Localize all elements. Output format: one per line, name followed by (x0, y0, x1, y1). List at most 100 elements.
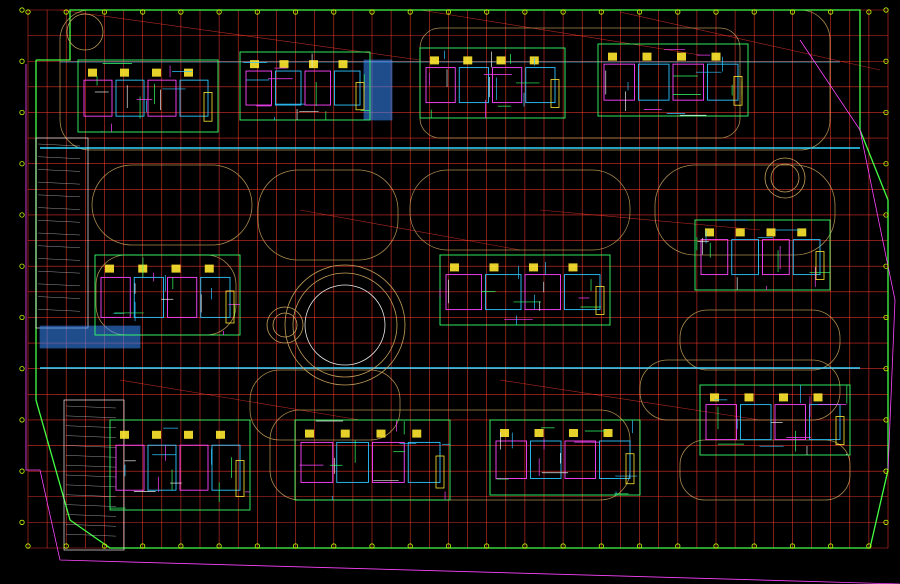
balcony-strip (203, 92, 213, 122)
balcony-strip (435, 455, 445, 489)
column-marker (522, 9, 528, 15)
column-marker (636, 9, 643, 15)
building-footprint (109, 419, 251, 511)
building-footprint (419, 47, 566, 119)
plaza-ring (284, 264, 406, 386)
column-marker (484, 543, 490, 549)
column-marker (883, 468, 889, 474)
stair-core (184, 68, 193, 77)
balcony-strip (733, 76, 743, 106)
building-footprint (94, 254, 241, 336)
column-marker (19, 263, 25, 269)
column-marker (25, 543, 31, 549)
balcony-strip (835, 416, 845, 445)
stair-core (569, 429, 578, 437)
balcony-strip (235, 460, 245, 497)
stair-core (120, 430, 129, 439)
parking-stall-line (65, 494, 117, 497)
stair-core (184, 430, 193, 439)
apartment-unit (524, 274, 561, 311)
parking-stall-line (65, 415, 117, 419)
column-marker (883, 366, 889, 372)
column-marker (445, 9, 452, 15)
parking-stall-line (37, 283, 81, 287)
column-marker (101, 9, 108, 15)
column-marker (883, 7, 889, 13)
column-marker (828, 543, 834, 549)
grid-tie-line (299, 209, 521, 251)
balcony-strip (595, 286, 605, 315)
apartment-unit (705, 404, 737, 441)
road-outline (257, 169, 399, 261)
parking-stall-line (37, 258, 81, 261)
plaza-ring (304, 284, 386, 366)
parking-stall-line (65, 484, 117, 488)
column-marker (445, 543, 452, 549)
column-marker (560, 543, 566, 549)
hatched-ramp (39, 325, 141, 349)
column-marker (216, 9, 222, 15)
apartment-unit (762, 239, 790, 276)
building-footprint (239, 51, 371, 121)
column-marker (140, 543, 146, 549)
column-marker (19, 212, 25, 218)
stair-core (766, 228, 776, 237)
apartment-unit (731, 239, 759, 276)
apartment-unit (200, 276, 231, 318)
column-marker (101, 543, 108, 549)
stair-core (105, 264, 114, 273)
apartment-unit (485, 274, 522, 311)
apartment-unit (115, 444, 145, 491)
parking-stall-line (65, 533, 117, 537)
stair-core (340, 429, 350, 438)
parking-stall-line (37, 232, 81, 236)
column-marker (866, 543, 872, 549)
column-marker (19, 58, 25, 64)
apartment-unit (133, 276, 164, 318)
stair-core (735, 228, 745, 237)
column-marker (883, 58, 889, 64)
apartment-unit (336, 441, 369, 483)
parking-stall-line (37, 245, 81, 248)
apartment-unit (115, 79, 145, 117)
apartment-unit (275, 70, 302, 106)
stair-core (603, 429, 613, 437)
stair-core (500, 429, 509, 437)
stair-core (250, 60, 259, 69)
column-marker (713, 543, 719, 549)
apartment-unit (179, 444, 209, 491)
stair-core (779, 393, 788, 402)
column-marker (484, 9, 490, 15)
column-marker (369, 543, 375, 549)
apartment-unit (492, 67, 523, 104)
apartment-unit (167, 276, 198, 318)
apartment-unit (425, 67, 456, 104)
stair-core (529, 263, 538, 272)
stair-core (204, 264, 214, 273)
parking-stall-line (65, 405, 117, 409)
building-footprint (77, 59, 219, 133)
column-marker (828, 9, 834, 15)
column-marker (19, 519, 25, 525)
stair-core (711, 52, 721, 61)
column-marker (883, 263, 889, 269)
column-marker (63, 9, 69, 15)
parking-stall-line (65, 445, 117, 448)
apartment-unit (334, 70, 361, 106)
parking-stall-line (65, 514, 117, 517)
parking-stall-line (37, 309, 81, 312)
parking-stall-line (65, 474, 117, 478)
apartment-unit (147, 79, 177, 117)
plaza-ring (266, 306, 304, 344)
column-marker (789, 543, 796, 549)
column-marker (331, 9, 337, 15)
stair-core (608, 52, 617, 61)
parking-stall-line (65, 435, 117, 438)
column-marker (63, 543, 69, 549)
column-marker (883, 314, 889, 321)
apartment-unit (599, 440, 631, 479)
column-markers-layer (19, 7, 889, 549)
apartment-unit (179, 79, 209, 117)
